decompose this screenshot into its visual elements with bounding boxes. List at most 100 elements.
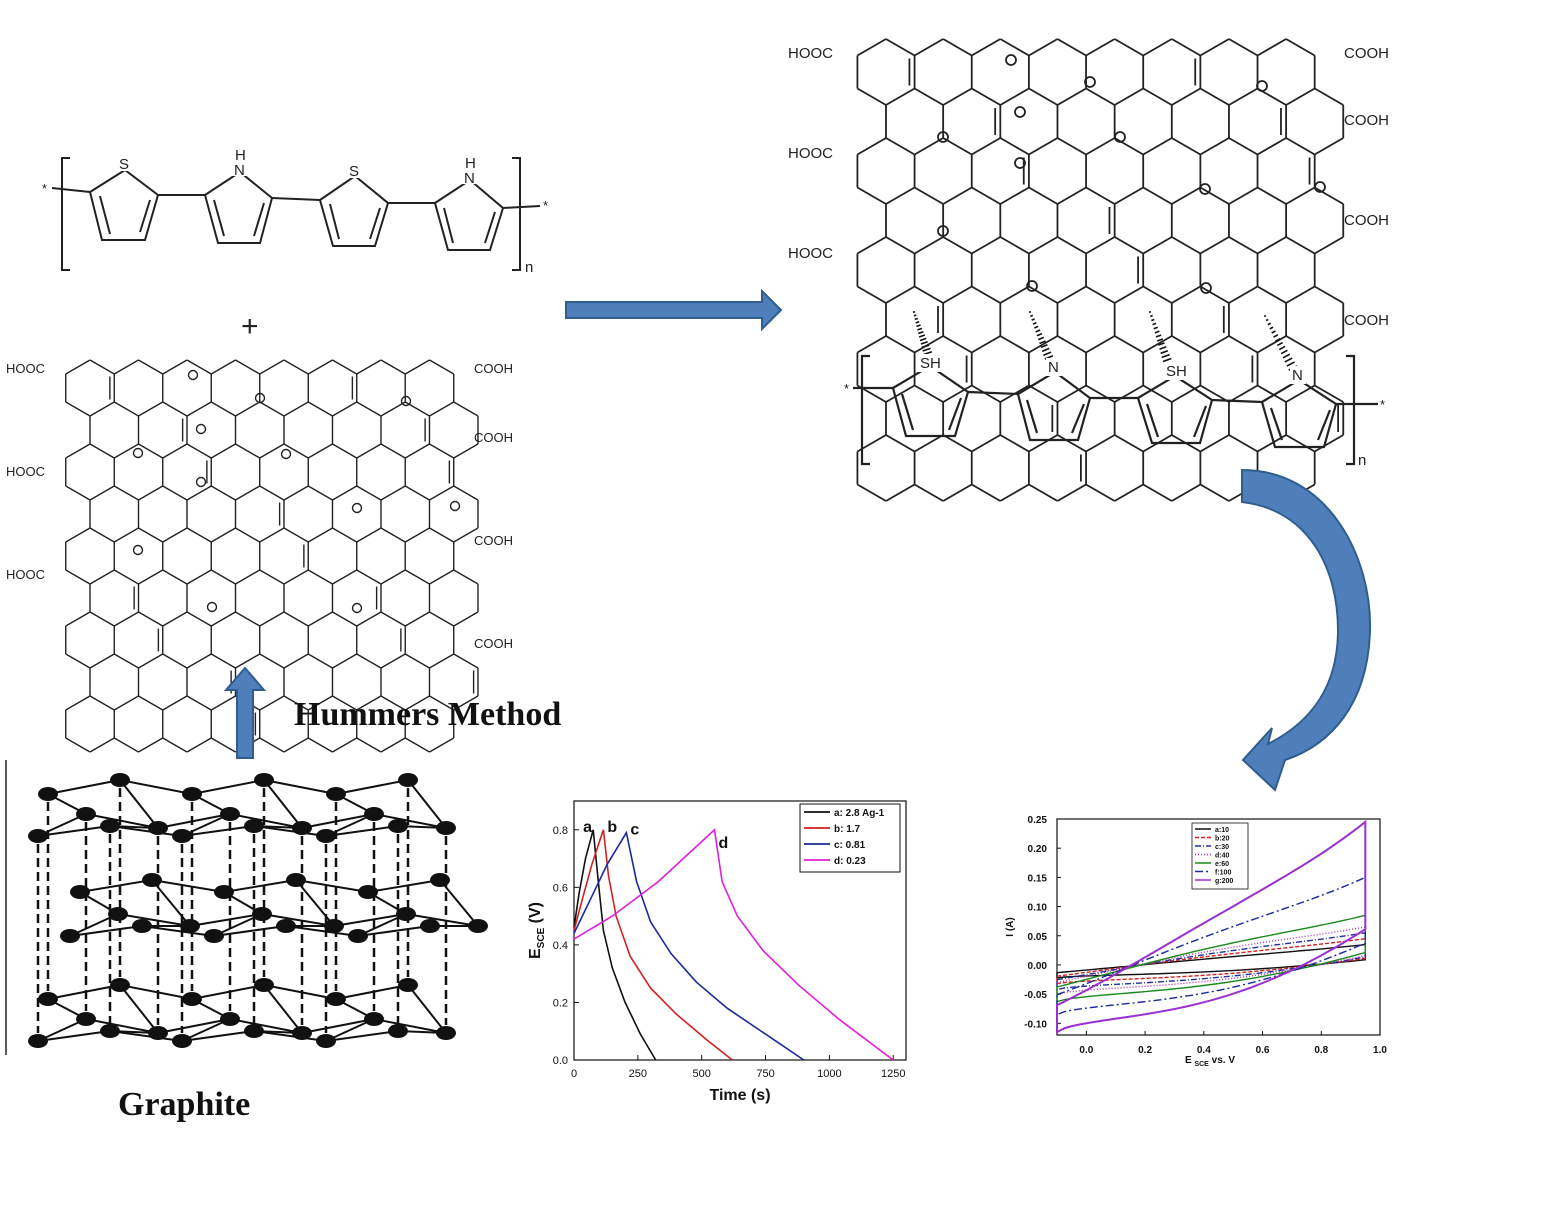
carbon-atom — [254, 978, 274, 992]
lattice-bond — [65, 443, 91, 459]
cv-loop — [1056, 914, 1366, 1003]
legend-label: a: 2.8 Ag-1 — [834, 808, 885, 819]
graphite-bond — [189, 913, 263, 927]
lattice-bond — [1199, 483, 1230, 502]
lattice-bond — [332, 695, 358, 711]
lattice-bond — [65, 359, 91, 375]
lattice-bond — [113, 401, 139, 417]
graphene-oxide-right — [856, 38, 1345, 502]
graphite-bond — [439, 879, 479, 927]
lattice-bond — [1257, 384, 1287, 403]
y-axis-title: I (A) — [1005, 917, 1016, 936]
carbon-atom — [110, 773, 130, 787]
lattice-bond — [1057, 38, 1087, 57]
lattice-bond — [186, 737, 212, 753]
lattice-bond — [186, 653, 212, 669]
lattice-bond — [404, 737, 430, 753]
lattice-bond — [283, 443, 309, 459]
legend-label: g:200 — [1215, 878, 1233, 885]
epoxy-oxygen — [1114, 131, 1126, 143]
lattice-bond — [971, 38, 1001, 57]
carbon-atom — [244, 1024, 264, 1038]
lattice-bond — [283, 695, 309, 711]
lattice-bond — [356, 485, 382, 501]
lattice-bond — [404, 527, 430, 543]
graphite-bond — [119, 984, 193, 1000]
lattice-bond — [307, 401, 333, 417]
lattice-bond — [942, 483, 973, 502]
graphite-bond — [263, 984, 337, 1000]
graphite-bond — [85, 1018, 159, 1034]
graphene-oxide-right-labels: HOOC COOH COOH HOOC COOH HOOC COOH — [788, 45, 1389, 329]
hashed-bond-segment — [1028, 310, 1032, 314]
lattice-bond — [186, 401, 212, 417]
carbon-atom — [28, 829, 48, 843]
graphite-bond — [367, 879, 441, 893]
lattice-bond — [380, 443, 406, 459]
lattice-bond — [356, 359, 382, 375]
graphite-bond — [229, 813, 303, 829]
lattice-bond — [1199, 236, 1230, 255]
hashed-bond-segment — [1156, 338, 1164, 342]
lattice-bond — [856, 483, 887, 502]
lattice-bond — [1171, 384, 1201, 403]
y-axis-title: ESCE (V) — [527, 902, 547, 959]
lattice-bond — [1142, 384, 1173, 403]
lattice-bond — [113, 737, 139, 753]
legend-label: e:60 — [1215, 861, 1229, 868]
lattice-bond — [999, 137, 1030, 156]
lattice-bond — [856, 38, 887, 57]
hydrogen-atom-1: H — [235, 147, 246, 164]
carboxyl-label: COOH — [1344, 312, 1389, 329]
lattice-bond — [210, 611, 236, 627]
lattice-bond — [1314, 236, 1344, 255]
epoxy-oxygen — [937, 131, 949, 143]
y-tick-label: 0.05 — [1028, 932, 1048, 943]
lattice-bond — [89, 485, 115, 501]
lattice-bond — [138, 359, 164, 375]
graphite-bond — [223, 879, 297, 893]
lattice-bond — [89, 737, 115, 753]
lattice-bond — [186, 611, 212, 627]
lattice-bond — [210, 569, 236, 585]
lattice-bond — [885, 38, 916, 57]
cv-loop — [1056, 943, 1366, 979]
epoxy-oxygen — [1084, 76, 1096, 88]
curve-tag: c — [630, 822, 639, 839]
x-axis-title: Time (s) — [709, 1087, 770, 1104]
lattice-bond — [1114, 186, 1144, 205]
hashed-bond-segment — [1152, 322, 1157, 326]
carboxyl-label: COOH — [1344, 112, 1389, 129]
carboxyl-label: COOH — [474, 430, 513, 445]
lattice-bond — [942, 137, 973, 156]
lattice-bond — [1171, 87, 1201, 106]
y-tick-label: 0.8 — [553, 825, 568, 837]
lattice-bond — [885, 137, 916, 156]
hashed-bond-segment — [915, 320, 920, 324]
lattice-bond — [65, 737, 91, 753]
lattice-bond — [1114, 434, 1144, 453]
x-tick-label: 0.8 — [1314, 1045, 1328, 1056]
carbon-atom — [420, 919, 440, 933]
hashed-bond-segment — [1280, 349, 1288, 355]
graphite-bond — [335, 779, 409, 795]
lattice-bond — [1199, 335, 1230, 354]
series-line — [573, 829, 657, 1061]
hummers-method-label: Hummers Method — [294, 696, 561, 733]
lattice-bond — [138, 653, 164, 669]
lattice-bond — [999, 87, 1030, 106]
hashed-bond-segment — [1037, 336, 1045, 341]
graphite-bond — [157, 1018, 231, 1034]
lattice-bond — [283, 401, 309, 417]
graphite-bond — [253, 825, 327, 837]
lattice-bond — [65, 569, 91, 585]
carbon-atom — [38, 992, 58, 1006]
lattice-bond — [235, 569, 261, 585]
lattice-bond — [856, 186, 887, 205]
hashed-bond-segment — [918, 334, 926, 338]
lattice-bond — [914, 236, 944, 255]
hashed-bond-segment — [1276, 341, 1284, 347]
lattice-bond — [971, 236, 1001, 255]
lattice-bond — [259, 695, 285, 711]
